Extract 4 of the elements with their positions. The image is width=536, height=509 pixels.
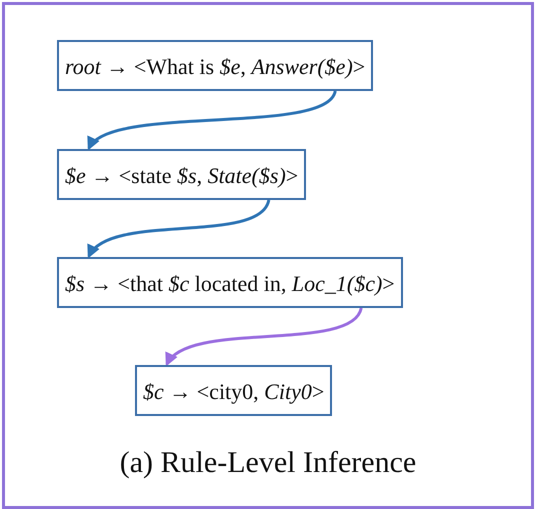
caption: (a) Rule-Level Inference [118, 446, 418, 480]
curved-arrow [87, 199, 270, 258]
curved-arrow [165, 307, 363, 366]
curved-arrow [87, 90, 337, 150]
